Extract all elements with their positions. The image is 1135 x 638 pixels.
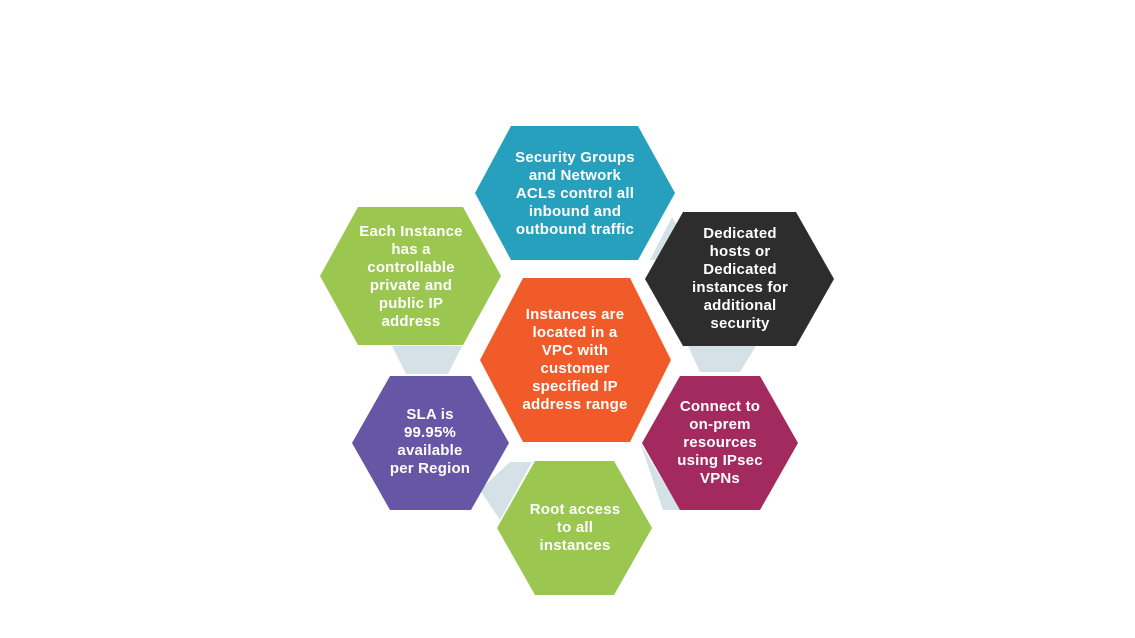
- connector-bottom-left: [480, 462, 532, 520]
- hexagon-bottom: [497, 461, 652, 595]
- connector-right: [688, 346, 756, 372]
- connector-left: [392, 346, 462, 374]
- hexagon-center: [480, 278, 671, 442]
- hexagon-bottom-right: [642, 376, 798, 510]
- hexagon-top-left: [320, 207, 501, 345]
- hexagon-top-right: [645, 212, 834, 346]
- connector-bottom-right: [640, 442, 681, 510]
- hexagon-bottom-left: [352, 376, 509, 510]
- hexagon-top: [475, 126, 675, 260]
